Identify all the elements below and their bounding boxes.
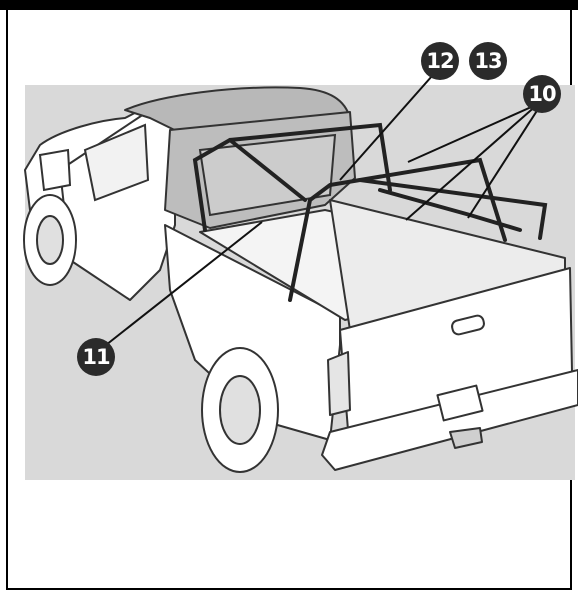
license-plate: [436, 384, 484, 422]
callout-badge-11: 11: [77, 338, 115, 376]
callout-badge-10: 10: [523, 75, 561, 113]
frame-rail-top: [228, 138, 307, 202]
leader-11: [105, 221, 263, 346]
bed-side-left: [164, 224, 341, 441]
side-window: [83, 123, 150, 202]
callout-leaders: [105, 75, 541, 346]
leader-10-a: [405, 103, 539, 221]
frame-rail-long: [358, 178, 548, 240]
side-mirror: [38, 148, 72, 192]
leader-12-13: [339, 75, 433, 181]
callout-badge-13: 13: [469, 42, 507, 80]
top-black-bar: [0, 0, 578, 10]
tail-light-left: [327, 351, 351, 416]
rear-wheel: [201, 347, 279, 473]
trailer-hitch: [449, 427, 483, 449]
callout-badge-12: 12: [421, 42, 459, 80]
leader-10-b: [407, 103, 539, 163]
bed-frame-bows: [192, 122, 548, 302]
leader-10-c: [467, 105, 541, 219]
tailgate-handle: [451, 314, 485, 336]
front-wheel: [23, 194, 77, 286]
